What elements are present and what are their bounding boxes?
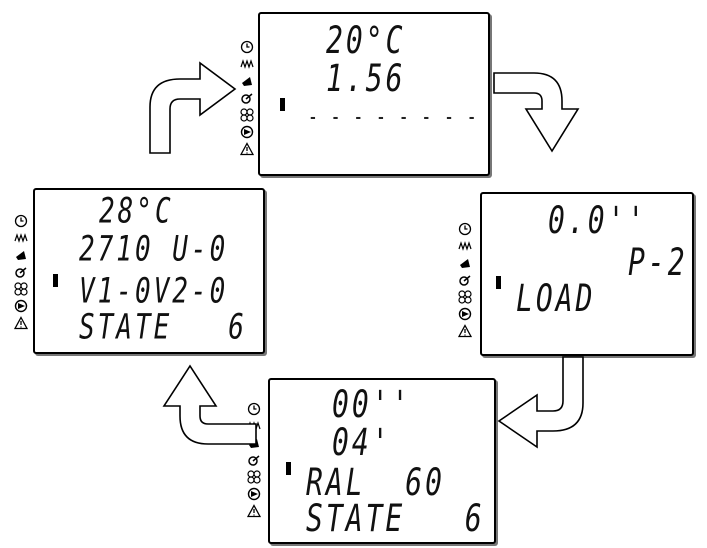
right-timer: 0.0'' bbox=[548, 197, 648, 243]
right-status: LOAD bbox=[516, 275, 596, 321]
pump-icon bbox=[458, 307, 472, 321]
arrow-top-to-right bbox=[493, 72, 580, 153]
bottom-minutes: 04' bbox=[332, 419, 392, 465]
fan-icon bbox=[14, 282, 28, 296]
clock-icon bbox=[247, 402, 261, 416]
right-icon-column bbox=[458, 222, 474, 341]
left-icon-column bbox=[14, 214, 30, 333]
horn-icon bbox=[460, 259, 470, 268]
arrow-right-to-bottom bbox=[497, 356, 584, 449]
top-icon-column bbox=[240, 40, 256, 159]
left-valves: V1-0V2-0 bbox=[79, 271, 229, 312]
clock-icon bbox=[458, 222, 472, 236]
fan-icon bbox=[240, 108, 254, 122]
clock-icon bbox=[240, 40, 254, 54]
left-temperature: 28°C bbox=[99, 191, 174, 232]
arrow-left-to-top bbox=[149, 61, 237, 154]
alarm-icon bbox=[247, 504, 261, 518]
fan-icon bbox=[247, 470, 261, 484]
alarm-icon bbox=[458, 324, 472, 338]
fan-motor-icon bbox=[15, 267, 27, 278]
heater-icon bbox=[458, 241, 472, 251]
bottom-ral: RAL 60 bbox=[306, 459, 446, 505]
bottom-state: STATE 6 bbox=[306, 495, 485, 541]
pump-icon bbox=[247, 487, 261, 501]
fan-motor-icon bbox=[459, 275, 471, 286]
fan-motor-icon bbox=[248, 455, 260, 466]
lcd-screen-right: 0.0'' P-2 LOAD bbox=[480, 192, 694, 356]
lcd-screen-bottom: 00'' 04' RAL 60 STATE 6 bbox=[268, 378, 496, 544]
right-cursor bbox=[496, 276, 501, 289]
lcd-screen-top: 20°C 1.56 - - - - - - - - bbox=[258, 12, 490, 176]
left-code: 2710 U-0 bbox=[79, 229, 229, 270]
lcd-screen-left: 28°C 2710 U-0 V1-0V2-0 STATE 6 bbox=[33, 188, 265, 354]
alarm-icon bbox=[14, 316, 28, 330]
fan-motor-icon bbox=[241, 93, 253, 104]
pump-icon bbox=[240, 125, 254, 139]
clock-icon bbox=[14, 214, 28, 228]
top-cursor bbox=[280, 98, 285, 111]
heater-icon bbox=[14, 233, 28, 243]
arrow-bottom-to-left bbox=[162, 364, 257, 445]
heater-icon bbox=[240, 59, 254, 69]
alarm-icon bbox=[240, 142, 254, 156]
top-temperature: 20°C bbox=[326, 17, 406, 63]
left-cursor bbox=[53, 274, 58, 287]
top-value: 1.56 bbox=[326, 55, 406, 101]
fan-icon bbox=[458, 290, 472, 304]
heater-icon bbox=[247, 421, 261, 431]
right-program: P-2 bbox=[628, 239, 688, 285]
bottom-cursor bbox=[286, 462, 291, 475]
top-dash-line: - - - - - - - - bbox=[310, 110, 481, 126]
horn-icon bbox=[242, 77, 252, 86]
pump-icon bbox=[14, 299, 28, 313]
horn-icon bbox=[16, 251, 26, 260]
bottom-icon-column bbox=[247, 402, 263, 521]
left-state: STATE 6 bbox=[79, 307, 247, 348]
bottom-seconds: 00'' bbox=[332, 381, 412, 427]
